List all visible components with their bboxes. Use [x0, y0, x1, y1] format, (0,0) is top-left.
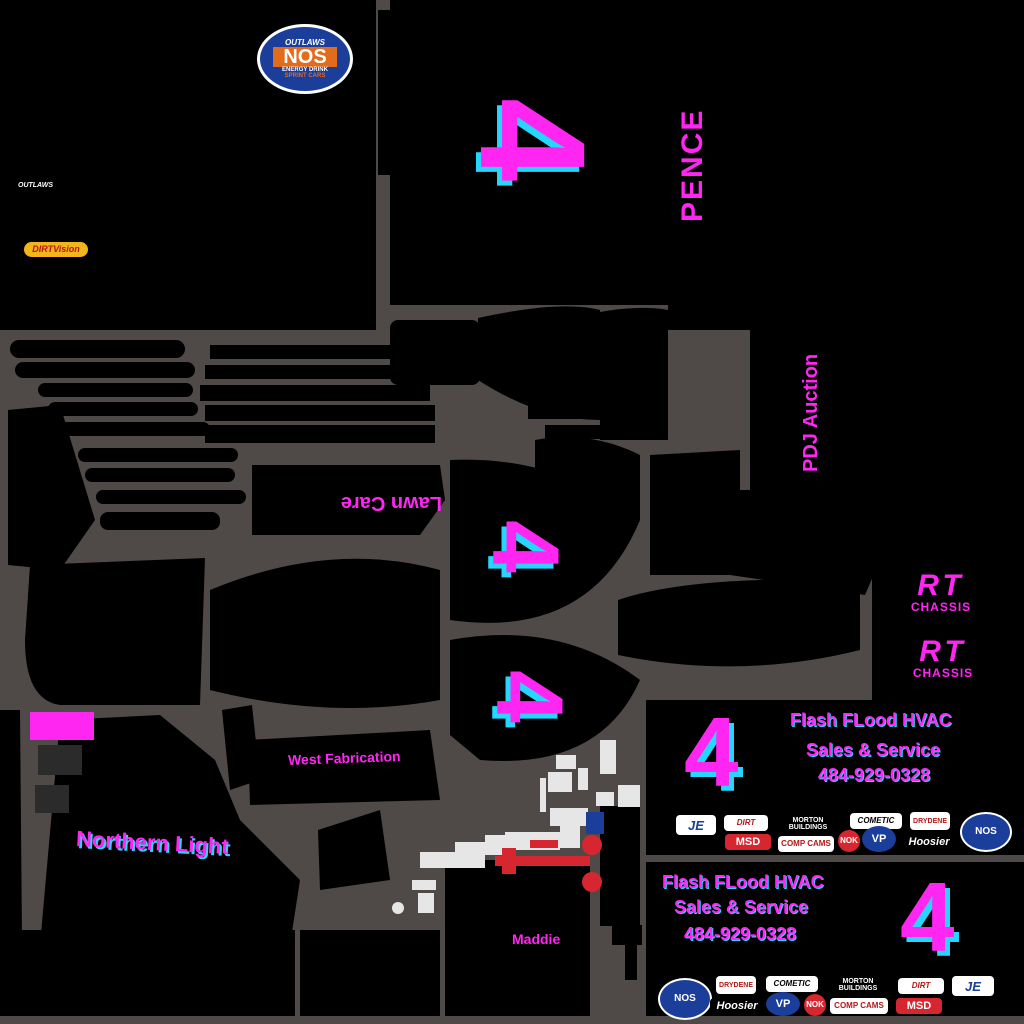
decal-hoosier-a: Hoosier [902, 834, 956, 850]
outlaws-small-logo: OUTLAWS [18, 182, 53, 189]
decal-comp-b: COMP CAMS [830, 998, 888, 1014]
car-number-mid: 4 [472, 520, 578, 573]
series-logo-top: OUTLAWS [285, 38, 325, 47]
hvac-upper-phone: 484-929-0328 [818, 765, 931, 785]
decal-dirt-b: DIRT [898, 978, 944, 994]
decal-hoosier-b: Hoosier [710, 998, 764, 1014]
decal-nos-b: NOS [658, 978, 712, 1020]
decal-morton-a: MORTON BUILDINGS [780, 815, 836, 833]
hvac-upper-line2: Sales & Service [806, 740, 941, 760]
series-logo-oval: OUTLAWS NOS ENERGY DRINK SPRINT CARS [257, 24, 353, 94]
decal-je-b: JE [952, 976, 994, 996]
car-number-lower-panel: 4 [900, 862, 955, 972]
hvac-lower-line1: Flash FLood HVAC [662, 872, 824, 892]
decal-msd-a: MSD [725, 834, 771, 850]
decal-comp-a: COMP CAMS [778, 836, 834, 852]
series-logo-bottom: SPRINT CARS [284, 73, 326, 79]
decal-cometic-b: COMETIC [766, 976, 818, 992]
decal-dirt-a: DIRT [724, 815, 768, 831]
rt-chassis-logo-2: RT CHASSIS [878, 635, 1008, 681]
decal-nok-b: NOK [804, 994, 826, 1016]
series-logo-sub: ENERGY DRINK [282, 67, 328, 73]
rt-chassis-word-1: CHASSIS [910, 600, 972, 614]
series-logo-main: NOS [273, 47, 337, 67]
car-number-low: 4 [476, 670, 582, 723]
car-number-top: 4 [449, 98, 617, 182]
dirtvision-logo: DIRTVision [24, 242, 88, 257]
decal-je-a: JE [676, 815, 716, 835]
hvac-lower-line2: Sales & Service [674, 897, 809, 917]
sponsor-pdj-auction: PDJ Auction [800, 353, 822, 472]
decal-drydene-b: DRYDENE [716, 976, 756, 994]
decal-nok-a: NOK [838, 830, 860, 852]
decal-msd-b: MSD [896, 998, 942, 1014]
rt-chassis-mark-1: RT [917, 569, 965, 602]
decal-nos-a: NOS [960, 812, 1012, 852]
hvac-lower-phone: 484-929-0328 [684, 924, 797, 944]
rt-chassis-logo-1: RT CHASSIS [882, 569, 1000, 615]
rt-chassis-mark-2: RT [919, 635, 967, 668]
hvac-upper-line1: Flash FLood HVAC [790, 710, 952, 730]
sponsor-lawn-care: Lawn Care [340, 492, 442, 514]
decal-drydene-a: DRYDENE [910, 812, 950, 830]
decal-vp-a: VP [862, 826, 896, 852]
driver-name: PENCE [676, 108, 709, 222]
sponsor-maddie: Maddie [512, 931, 561, 947]
decal-cometic-a: COMETIC [850, 813, 902, 829]
decal-vp-b: VP [766, 992, 800, 1016]
decal-morton-b: MORTON BUILDINGS [830, 976, 886, 994]
rt-chassis-word-2: CHASSIS [912, 666, 974, 680]
car-number-upper-panel: 4 [684, 697, 739, 807]
